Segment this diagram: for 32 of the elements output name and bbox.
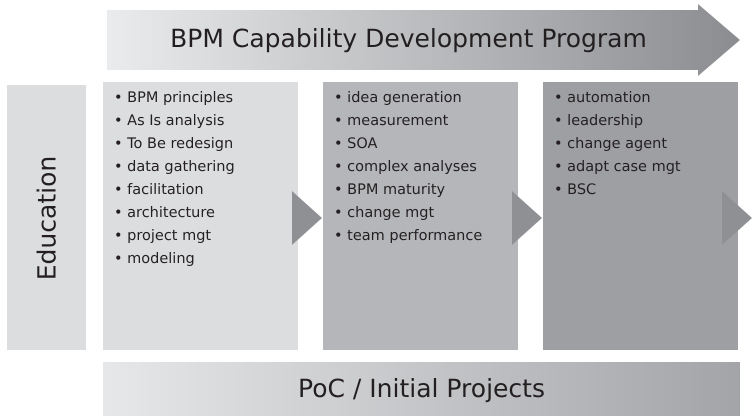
skill-item: • To Be redesign [114,135,234,154]
skill-item: • SOA [334,135,378,154]
skill-item: • adapt case mgt [554,158,681,177]
education-panel [7,85,86,350]
skills-column [323,82,518,350]
skill-item: • measurement [334,112,450,131]
education-label: Education [32,155,61,280]
skill-item: • idea generation [334,89,463,108]
skills-column [103,82,298,350]
skill-item: • project mgt [114,227,212,246]
skill-item: • leadership [554,112,644,131]
skill-item: • As Is analysis [114,112,226,131]
skill-item: • BSC [554,181,598,200]
skill-item: • team performance [334,227,482,246]
projects-bar [103,362,740,416]
skill-item: • data gathering [114,158,235,177]
program-title: BPM Capability Development Program [169,23,648,55]
skill-item: • complex analyses [334,158,478,177]
chevron-arrow [722,191,752,245]
skill-item: • facilitation [114,181,205,200]
skills-column [543,82,738,350]
skill-item: • architecture [114,204,216,223]
skill-item: • automation [554,89,652,108]
skill-item: • BPM maturity [334,181,446,200]
projects-label: PoC / Initial Projects [297,373,546,405]
skill-item: • modeling [114,250,196,269]
chevron-arrow [512,191,542,245]
program-arrow [107,4,740,76]
skill-item: • change agent [554,135,668,154]
skill-item: • change mgt [334,204,436,223]
chevron-arrow [292,191,322,245]
skill-item: • BPM principles [114,89,234,108]
